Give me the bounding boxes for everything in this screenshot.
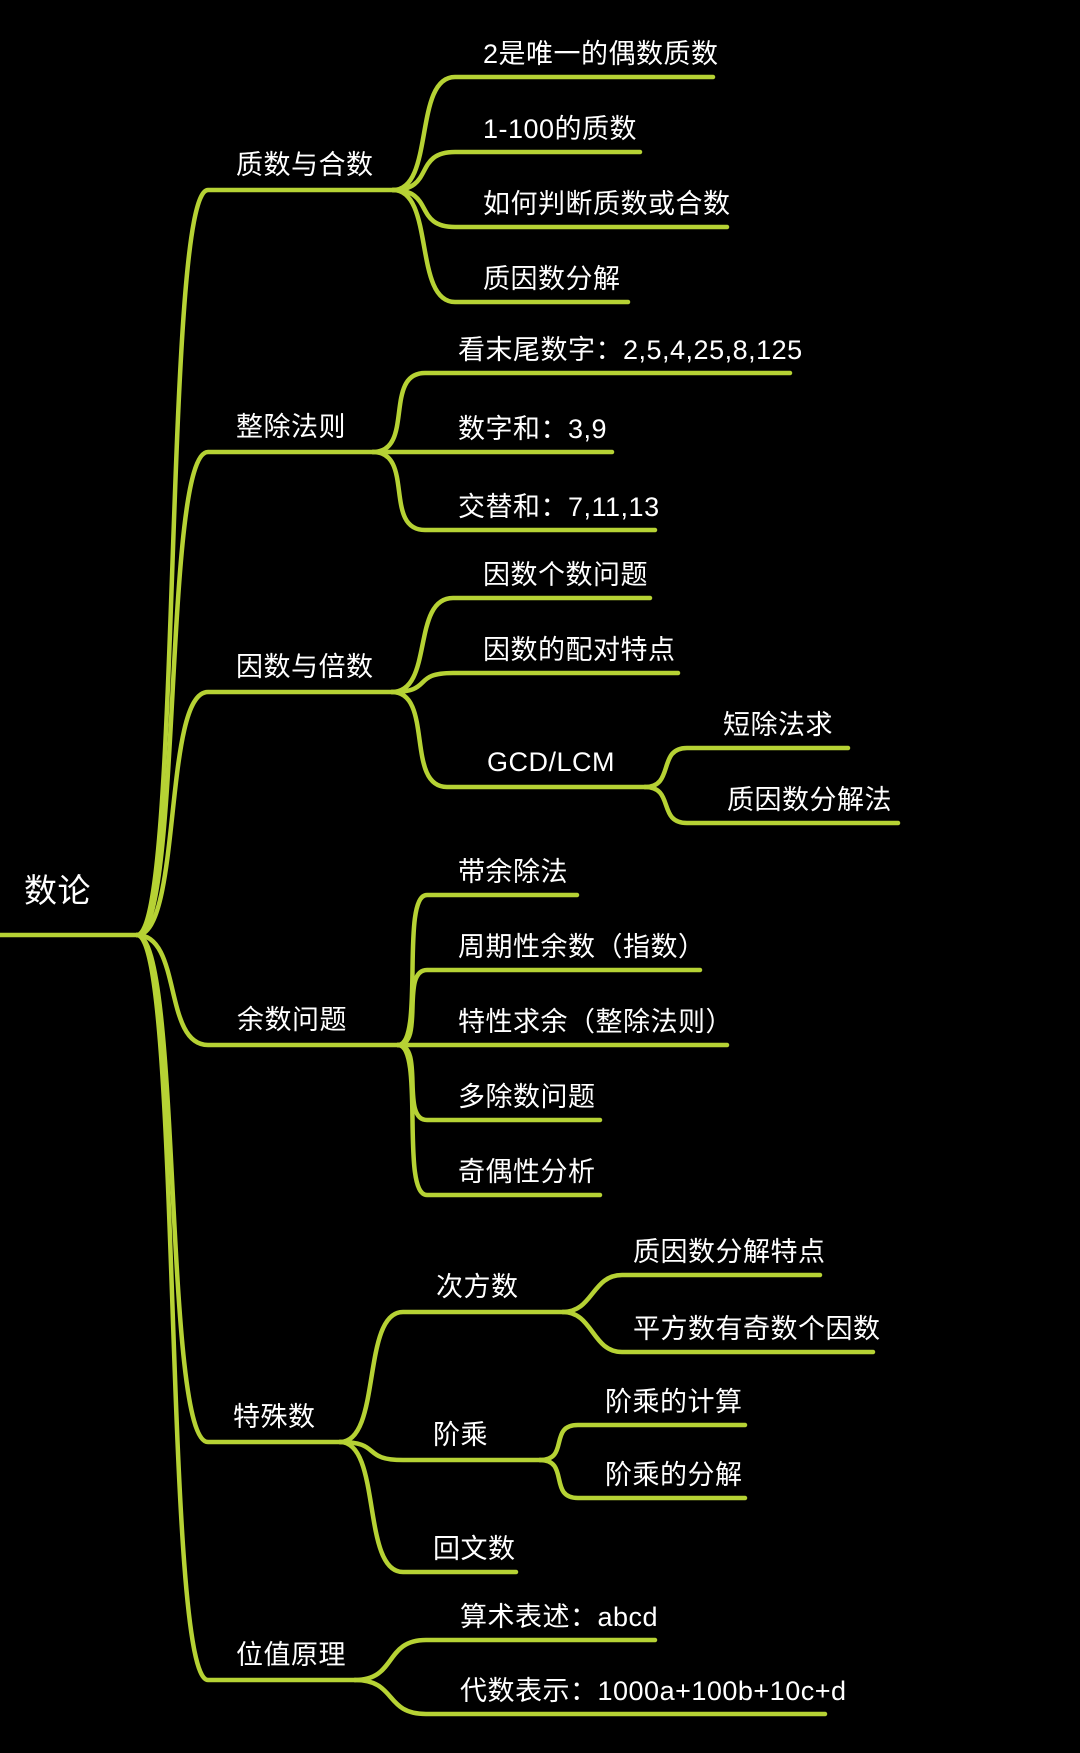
- line-power-numbers: [337, 1309, 566, 1445]
- line-parity-analysis: [395, 1042, 603, 1198]
- line-factorial: [337, 1439, 543, 1463]
- node-power-numbers[interactable]: 次方数: [436, 1272, 519, 1302]
- line-arithmetic-expression: [352, 1637, 658, 1683]
- line-factorial-calculation: [537, 1422, 748, 1463]
- branch-divisibility-rules-line: [134, 449, 376, 938]
- branch-factors-multiples-line: [134, 689, 395, 938]
- node-prime-factorization[interactable]: 质因数分解: [483, 264, 621, 294]
- node-last-digits[interactable]: 看末尾数字：2,5,4,25,8,125: [458, 335, 803, 365]
- line-last-digits: [370, 370, 793, 455]
- node-factor-count[interactable]: 因数个数问题: [483, 560, 648, 590]
- branch-place-value-line: [134, 932, 358, 1683]
- node-alternating-sum[interactable]: 交替和：7,11,13: [458, 492, 660, 522]
- line-unique-even-prime: [390, 74, 716, 193]
- node-factorial[interactable]: 阶乘: [433, 1420, 488, 1450]
- branch-remainder-problems-line: [134, 932, 401, 1048]
- node-factors-multiples[interactable]: 因数与倍数: [236, 652, 374, 682]
- node-prime-factorization-feature[interactable]: 质因数分解特点: [633, 1237, 826, 1267]
- line-primes-1-100: [390, 149, 643, 193]
- node-factor-pairing[interactable]: 因数的配对特点: [483, 635, 676, 665]
- branch-special-numbers-line: [134, 932, 343, 1445]
- node-special-numbers[interactable]: 特殊数: [233, 1402, 316, 1432]
- node-primes-1-100[interactable]: 1-100的质数: [483, 114, 638, 144]
- node-place-value[interactable]: 位值原理: [236, 1640, 346, 1670]
- line-judge-prime-composite: [390, 187, 730, 230]
- node-algebraic-expression[interactable]: 代数表示：1000a+100b+10c+d: [460, 1676, 847, 1706]
- node-gcd-lcm[interactable]: GCD/LCM: [487, 747, 616, 777]
- node-periodic-remainder[interactable]: 周期性余数（指数）: [458, 932, 706, 962]
- node-number-theory[interactable]: 数论: [24, 872, 91, 909]
- node-factorial-decomposition[interactable]: 阶乘的分解: [605, 1460, 743, 1490]
- node-prime-factorization-method[interactable]: 质因数分解法: [727, 785, 892, 815]
- node-digit-sum[interactable]: 数字和：3,9: [458, 414, 608, 444]
- node-divisibility-rules[interactable]: 整除法则: [236, 412, 346, 442]
- line-periodic-remainder: [395, 967, 703, 1048]
- line-algebraic-expression: [352, 1677, 828, 1717]
- line-factor-pairing: [389, 670, 681, 695]
- line-factor-count: [389, 595, 653, 695]
- line-prime-factorization: [390, 187, 631, 305]
- line-alternating-sum: [370, 449, 658, 533]
- line-palindrome: [337, 1439, 519, 1575]
- branch-primes-composites-line: [134, 187, 396, 938]
- node-arithmetic-expression[interactable]: 算术表述：abcd: [460, 1602, 659, 1632]
- node-factorial-calculation[interactable]: 阶乘的计算: [605, 1387, 743, 1417]
- line-factorial-decomposition: [537, 1457, 748, 1501]
- node-division-with-remainder[interactable]: 带余除法: [458, 857, 568, 887]
- node-square-odd-factors[interactable]: 平方数有奇数个因数: [633, 1314, 881, 1344]
- node-palindrome[interactable]: 回文数: [433, 1534, 516, 1564]
- node-unique-even-prime[interactable]: 2是唯一的偶数质数: [483, 39, 719, 69]
- line-prime-factorization-method: [642, 784, 901, 826]
- node-multi-divisor[interactable]: 多除数问题: [458, 1082, 596, 1112]
- node-primes-and-composites[interactable]: 质数与合数: [236, 150, 374, 180]
- line-prime-factorization-feature: [560, 1272, 823, 1315]
- node-remainder-by-property[interactable]: 特性求余（整除法则）: [458, 1007, 733, 1037]
- line-square-odd-factors: [560, 1309, 876, 1355]
- node-short-division[interactable]: 短除法求: [723, 710, 833, 740]
- line-short-division: [642, 745, 851, 790]
- line-gcd-lcm: [389, 689, 648, 790]
- node-remainder-problems[interactable]: 余数问题: [237, 1005, 347, 1035]
- node-parity-analysis[interactable]: 奇偶性分析: [458, 1157, 596, 1187]
- node-judge-prime-composite[interactable]: 如何判断质数或合数: [483, 189, 731, 219]
